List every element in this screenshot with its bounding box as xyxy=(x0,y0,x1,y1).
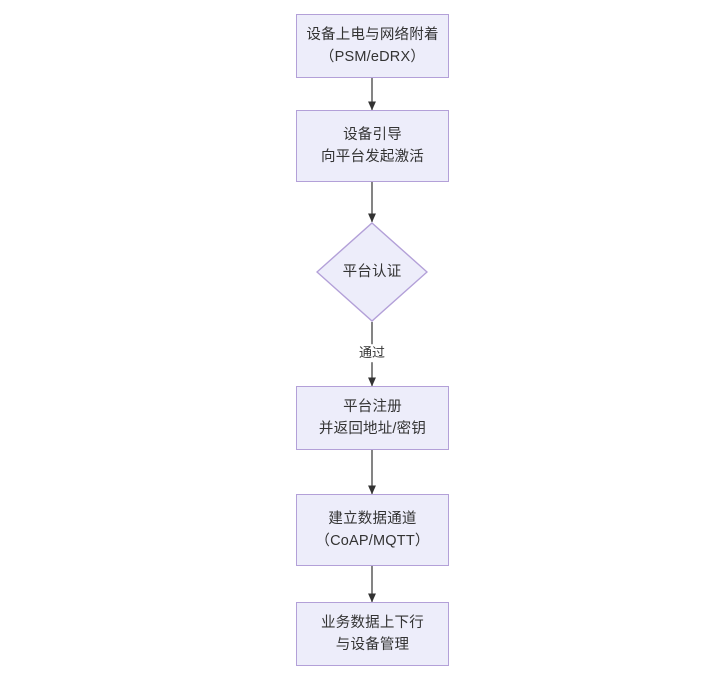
node-bootstrap-line2: 向平台发起激活 xyxy=(321,149,424,165)
node-data-channel[interactable]: 建立数据通道 （CoAP/MQTT） xyxy=(296,494,449,566)
node-platform-register-line1: 平台注册 xyxy=(343,398,402,415)
node-power-on-line1: 设备上电与网络附着 xyxy=(306,26,439,43)
diamond-shape-icon xyxy=(316,222,428,322)
node-power-on-line2: （PSM/eDRX） xyxy=(319,49,426,65)
edge-label-pass: 通过 xyxy=(355,344,389,362)
node-service-data-line2: 与设备管理 xyxy=(335,637,410,653)
node-service-data[interactable]: 业务数据上下行 与设备管理 xyxy=(296,602,449,666)
node-service-data-line1: 业务数据上下行 xyxy=(321,614,424,631)
node-data-channel-line1: 建立数据通道 xyxy=(328,510,417,527)
node-data-channel-line2: （CoAP/MQTT） xyxy=(315,533,430,549)
node-bootstrap[interactable]: 设备引导 向平台发起激活 xyxy=(296,110,449,182)
node-platform-auth[interactable]: 平台认证 xyxy=(316,222,428,322)
node-platform-auth-label: 平台认证 xyxy=(342,263,402,280)
node-platform-register[interactable]: 平台注册 并返回地址/密钥 xyxy=(296,386,449,450)
node-power-on[interactable]: 设备上电与网络附着 （PSM/eDRX） xyxy=(296,14,449,78)
node-bootstrap-line1: 设备引导 xyxy=(343,126,402,143)
node-platform-register-line2: 并返回地址/密钥 xyxy=(318,421,427,437)
